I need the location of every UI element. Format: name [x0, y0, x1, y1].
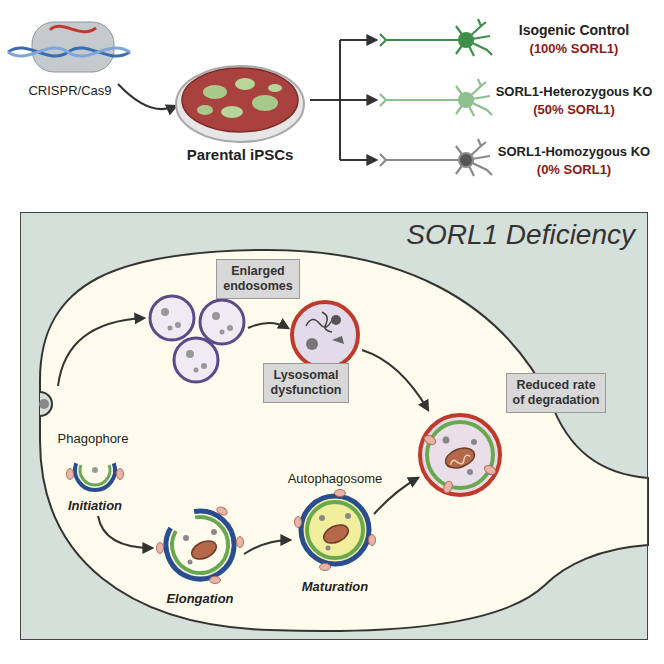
- arrow: [58, 318, 144, 386]
- branch-arrows: [310, 40, 376, 160]
- endosomes: [150, 296, 244, 382]
- arrow: [98, 516, 152, 548]
- cell-label: Parental iPSCs: [160, 146, 320, 163]
- elongating-phagophore: [157, 505, 244, 583]
- neuron: [380, 19, 492, 56]
- arrow: [362, 350, 428, 410]
- condition-label: Isogenic Control: [490, 22, 658, 39]
- box-text: Enlarged endosomes: [222, 264, 294, 294]
- process-box: Reduced rate of degradation: [506, 373, 606, 413]
- process-box: Enlarged endosomes: [216, 259, 300, 299]
- condition-value: (50% SORL1): [490, 101, 658, 118]
- endocytic-pit: [40, 392, 52, 416]
- cas9-illustration: [8, 22, 130, 72]
- stage-label: Elongation: [155, 590, 245, 607]
- box-text: Reduced rate of degradation: [512, 378, 600, 408]
- condition-value: (100% SORL1): [490, 40, 658, 57]
- tool-label: CRISPR/Cas9: [10, 82, 130, 99]
- cargo: [39, 399, 49, 409]
- process-box: Lysosomal dysfunction: [263, 363, 349, 403]
- condition-label: SORL1-Heterozygous KO: [490, 83, 658, 100]
- neuron: [380, 139, 492, 176]
- lysosome-contents: [306, 312, 344, 350]
- condition-value: (0% SORL1): [490, 161, 658, 178]
- stage-label: Maturation: [290, 578, 380, 595]
- phagophore: [67, 463, 124, 490]
- arrow: [244, 540, 290, 554]
- arrow: [248, 323, 288, 328]
- panel-ground: [20, 212, 648, 640]
- cargo: [161, 308, 233, 373]
- neuron-cell: [40, 250, 648, 631]
- autolysosome: [420, 415, 500, 495]
- panel: SORL1 DeficiencyEnlarged endosomesLysoso…: [20, 212, 648, 640]
- stage-label: Initiation: [55, 497, 135, 514]
- structure-label: Autophagosome: [280, 470, 390, 487]
- autophagosome: [295, 490, 376, 571]
- arrow: [118, 84, 176, 109]
- lysosome: [292, 302, 358, 368]
- box-text: Lysosomal dysfunction: [269, 368, 343, 398]
- condition-label: SORL1-Homozygous KO: [490, 143, 658, 160]
- panel-title: SORL1 Deficiency: [406, 219, 635, 251]
- culture-dish: [176, 66, 304, 142]
- structure-label: Phagophore: [48, 430, 138, 447]
- neuron: [380, 79, 492, 116]
